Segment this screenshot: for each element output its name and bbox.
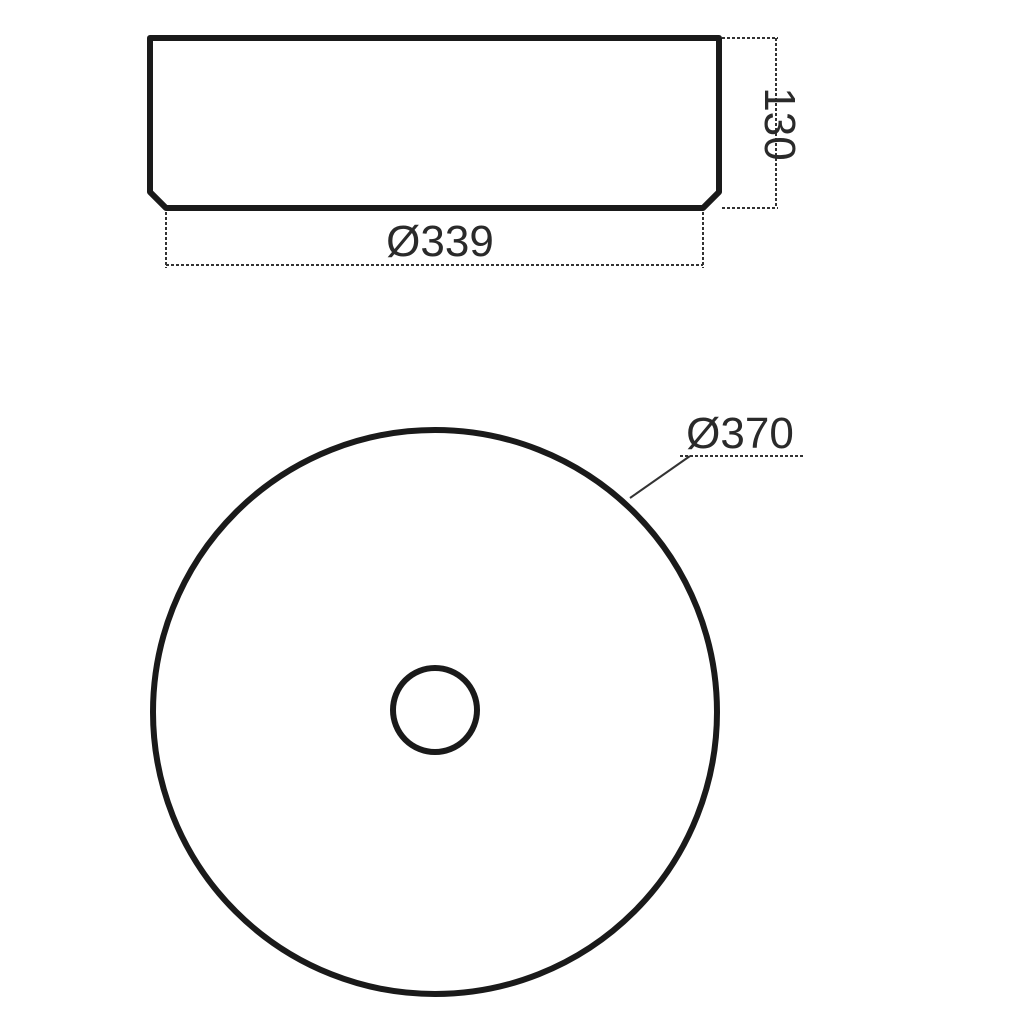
top-view [150,427,720,997]
base-diameter-label: Ø339 [386,217,494,266]
height-dimension: 130 [722,37,804,209]
outer-diameter-leader [629,455,691,499]
side-view [147,35,722,211]
height-label: 130 [755,87,804,160]
basin-rim-circle [150,427,720,997]
drain-hole-circle [390,665,480,755]
basin-side-profile [147,35,722,211]
base-diameter-dimension: Ø339 [165,212,704,268]
outer-diameter-callout: Ø370 [629,409,805,499]
outer-diameter-label: Ø370 [686,409,794,458]
